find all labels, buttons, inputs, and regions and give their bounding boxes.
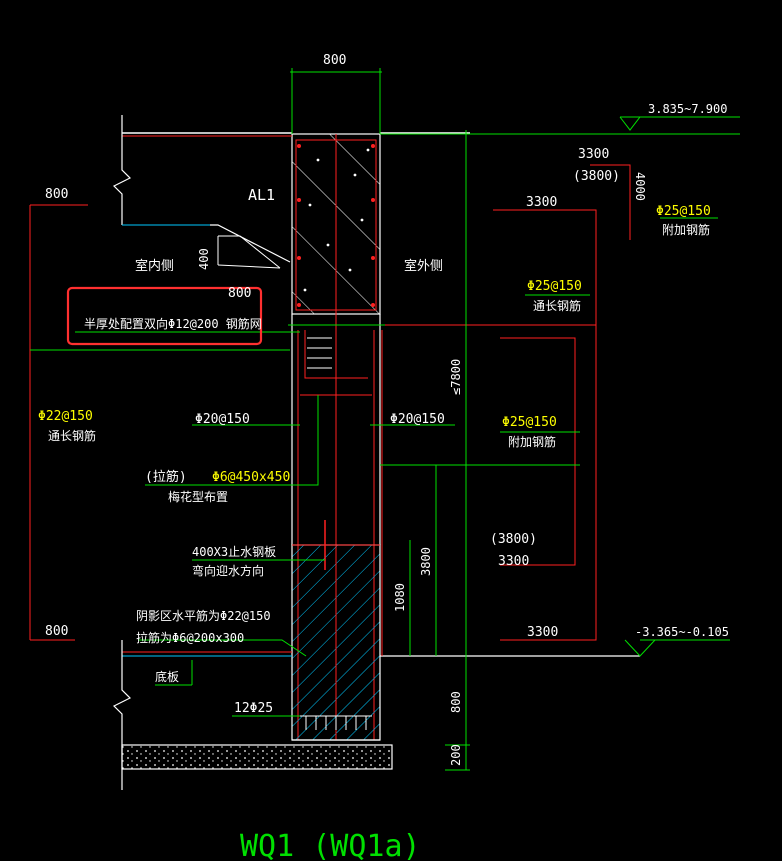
- dim-800-small: 800: [228, 286, 251, 301]
- dim-3800-a: (3800): [573, 169, 620, 184]
- top-slab-lines: [112, 115, 740, 269]
- elev-bottom: -3.365~-0.105: [635, 625, 729, 639]
- through-rebar-right: Φ25@150: [527, 279, 582, 294]
- waterstop-note: 弯向迎水方向: [192, 563, 264, 578]
- shade-note-2: 拉筋为Φ6@200x300: [136, 630, 244, 645]
- dim-3300-b: 3300: [526, 195, 557, 210]
- dim-3800-b: (3800): [490, 532, 537, 547]
- tie-note: 梅花型布置: [168, 489, 228, 504]
- through-rebar-right-note: 通长钢筋: [533, 298, 581, 313]
- right-rebar-lines: [29, 164, 631, 656]
- top-concrete-block: [291, 133, 381, 315]
- dim-7800: ≤7800: [449, 359, 463, 395]
- dim-200-v: 200: [449, 744, 463, 766]
- dim-800-v: 800: [449, 691, 463, 713]
- dim-1080: 1080: [393, 583, 407, 612]
- dim-3300-d: 3300: [527, 625, 558, 640]
- add-rebar-top-note: 附加钢筋: [662, 222, 710, 237]
- add-rebar-mid-note: 附加钢筋: [508, 434, 556, 449]
- highlight-box: [66, 286, 263, 346]
- dim-4000: 4000: [633, 172, 647, 201]
- bottom-bars: 12Φ25: [234, 701, 273, 716]
- add-rebar-mid: Φ25@150: [502, 415, 557, 430]
- tie-rebar: Φ6@450x450: [212, 470, 290, 485]
- left-rebar: Φ22@150: [38, 409, 93, 424]
- note-half-thickness: 半厚处配置双向Φ12@200 钢筋网: [84, 316, 262, 331]
- inner-rebar: Φ20@150: [195, 412, 250, 427]
- dim-3800-v: 3800: [419, 547, 433, 576]
- label-indoor: 室内侧: [135, 258, 174, 274]
- wall-body: [288, 314, 385, 741]
- dim-400: 400: [197, 248, 211, 270]
- tie-prefix: (拉筋): [145, 469, 187, 485]
- left-rebar-note: 通长钢筋: [48, 428, 96, 443]
- dim-3300-a: 3300: [578, 147, 609, 162]
- dim-3300-c: 3300: [498, 554, 529, 569]
- labels: 800 AL1 室内侧 室外侧 400 800 半厚处配置双向Φ12@200 钢…: [38, 53, 729, 861]
- drawing-title: WQ1 (WQ1a): [240, 829, 421, 861]
- label-al1: AL1: [248, 186, 275, 204]
- dim-left-800-top: 800: [45, 187, 68, 202]
- waterstop: 400X3止水钢板: [192, 545, 276, 559]
- label-outdoor: 室外侧: [404, 258, 443, 274]
- dim-left-800-bottom: 800: [45, 624, 68, 639]
- add-rebar-top: Φ25@150: [656, 204, 711, 219]
- slab-label: 底板: [155, 669, 179, 684]
- dim-top-800: 800: [323, 53, 346, 68]
- outer-rebar: Φ20@150: [390, 412, 445, 427]
- leader-lines: [30, 68, 740, 771]
- elev-top: 3.835~7.900: [648, 102, 727, 116]
- bottom-slab: [112, 640, 640, 790]
- shade-note-1: 阴影区水平筋为Φ22@150: [136, 608, 271, 623]
